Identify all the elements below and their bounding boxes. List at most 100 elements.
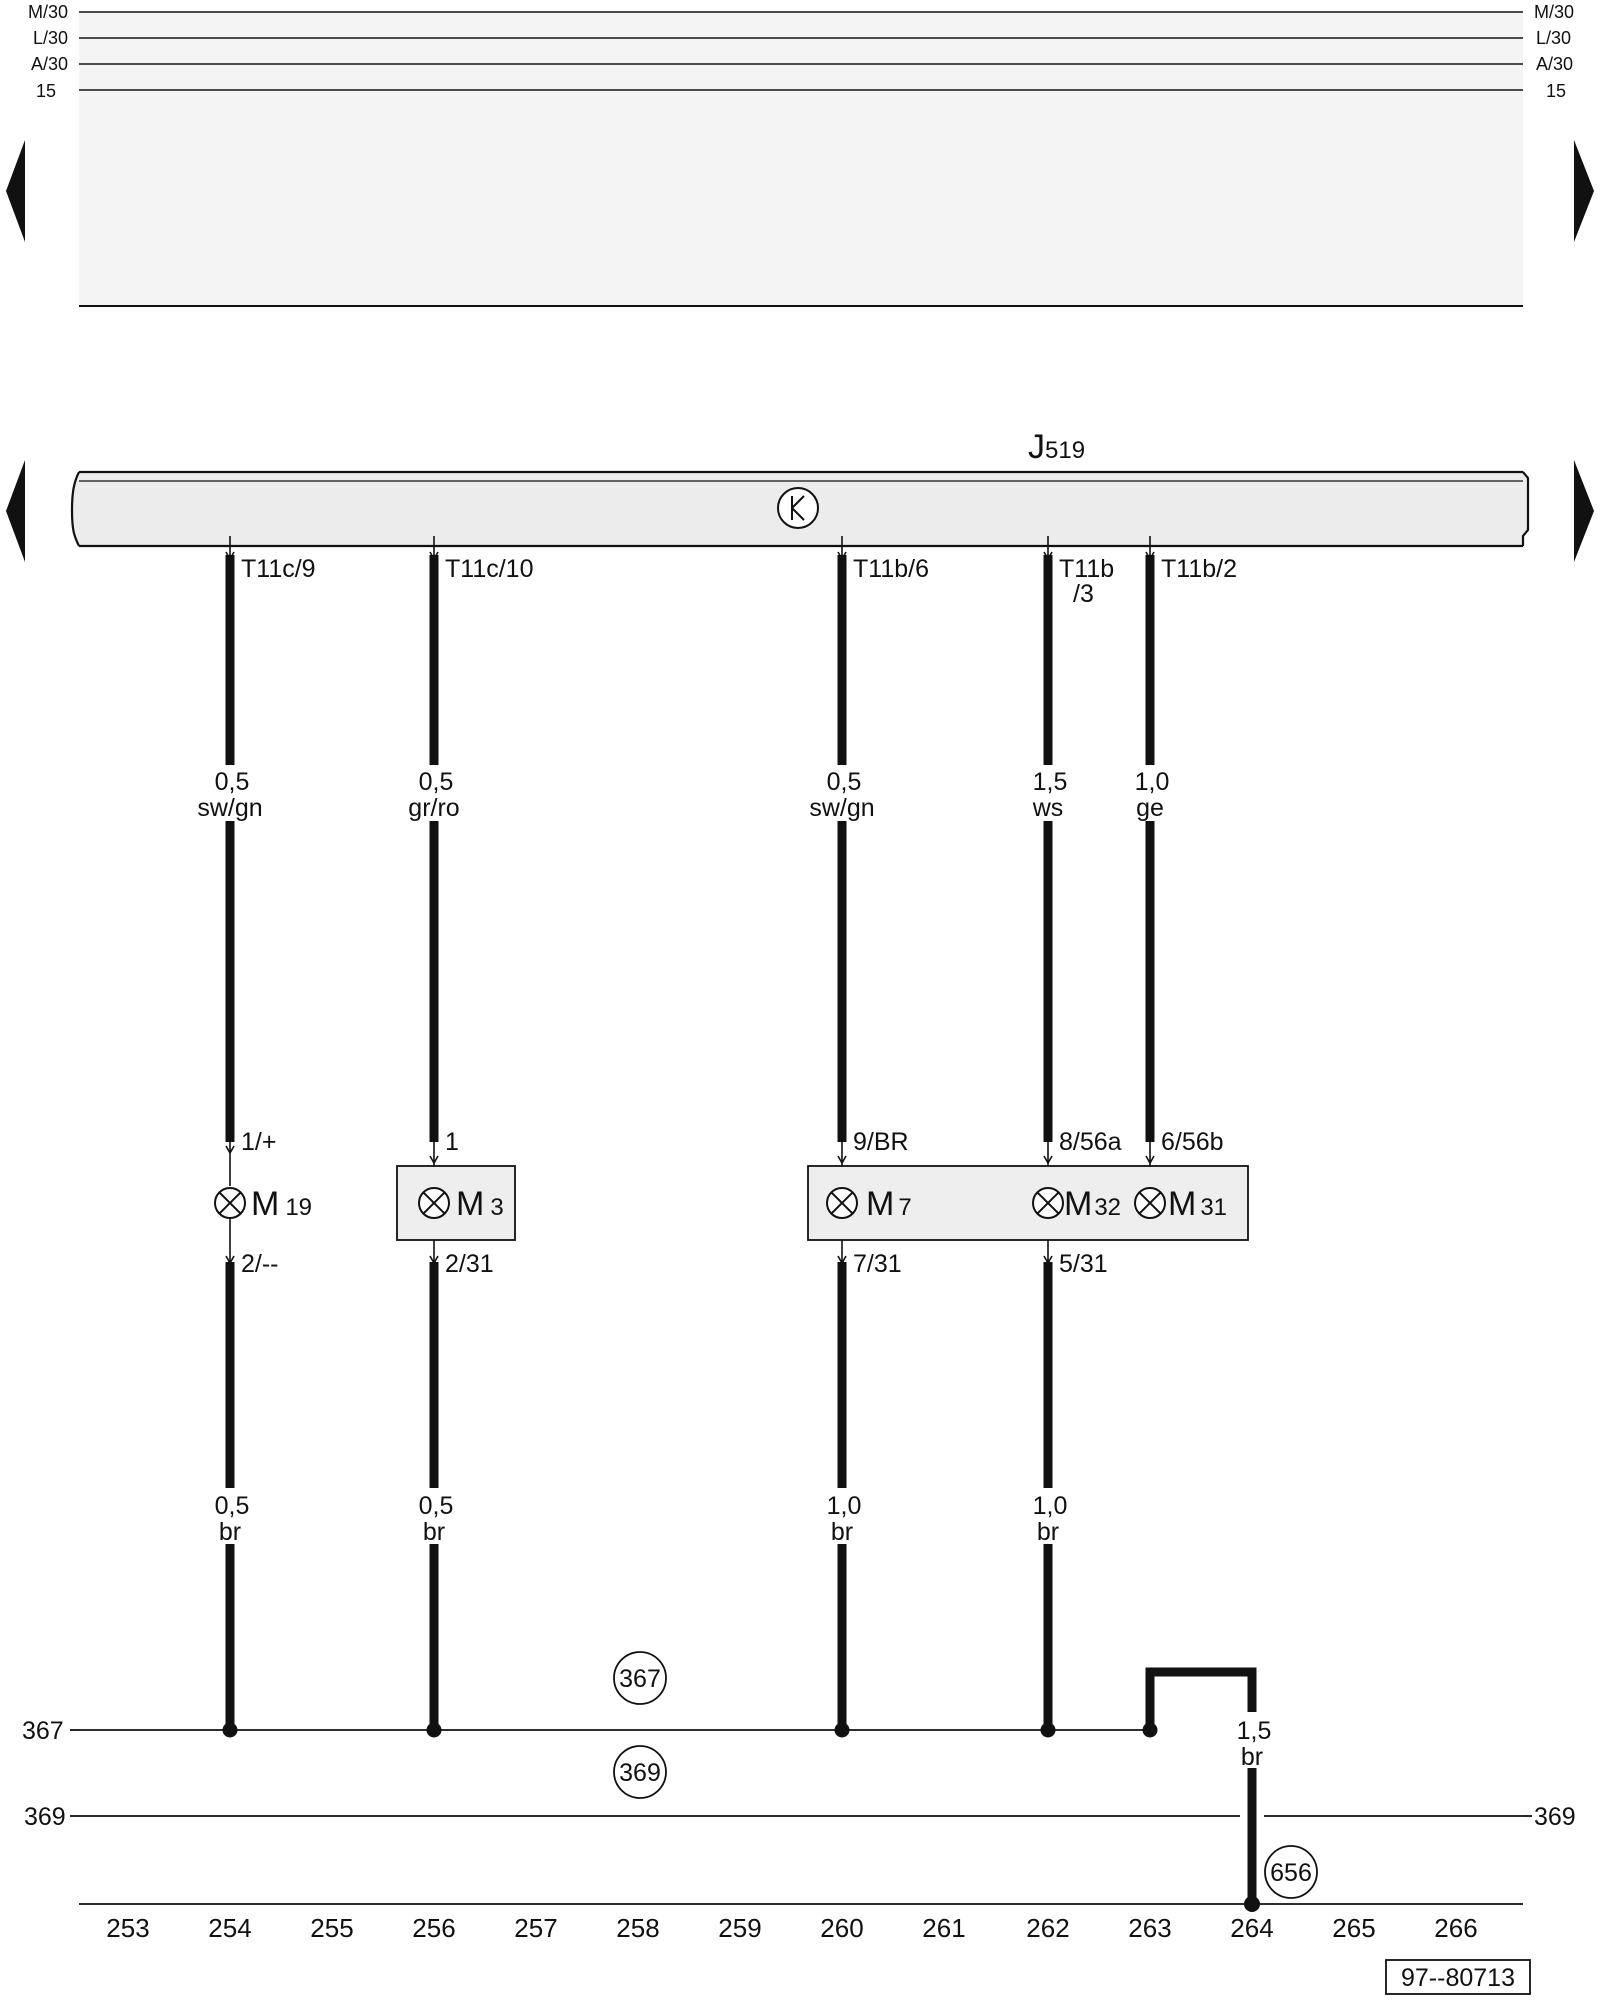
ground-point-369: 369 bbox=[613, 1745, 667, 1799]
figure-id: 97--80713 bbox=[1401, 1964, 1515, 1992]
lamp-icon bbox=[1032, 1187, 1064, 1219]
rail-label-left-m30: M/30 bbox=[28, 2, 68, 22]
wire-label-bg bbox=[792, 765, 892, 821]
rail-label-left-a30: A/30 bbox=[31, 54, 68, 74]
column-number: 264 bbox=[1230, 1913, 1273, 1943]
ground-wire-264 bbox=[1145, 1667, 1257, 1902]
triangle-left-icon[interactable] bbox=[6, 140, 25, 242]
wire-size-label: 0,5 bbox=[419, 768, 454, 796]
column-number: 254 bbox=[208, 1913, 251, 1943]
pin-label: 1/+ bbox=[241, 1128, 276, 1156]
wire-size-label: 0,5 bbox=[215, 1492, 250, 1520]
component-housing-m7-m32-m31 bbox=[807, 1165, 1249, 1241]
wire-size-label: 0,5 bbox=[827, 768, 862, 796]
wire-size-label: 1,5 bbox=[1237, 1717, 1272, 1745]
wire-label-bg bbox=[1000, 1488, 1100, 1544]
figure-id-box: 97--80713 bbox=[1385, 1959, 1531, 1995]
svg-text:367: 367 bbox=[619, 1665, 661, 1693]
wire-size-label: 1,0 bbox=[1033, 1492, 1068, 1520]
triangle-left-icon[interactable] bbox=[6, 460, 25, 562]
wire-label-bg bbox=[384, 1488, 484, 1544]
wire-color-label: br bbox=[1241, 1743, 1263, 1771]
pin-label: 7/31 bbox=[853, 1250, 902, 1278]
rail-label-right-15: 15 bbox=[1546, 81, 1566, 101]
column-number: 261 bbox=[922, 1913, 965, 1943]
pin-label: 1 bbox=[445, 1128, 459, 1156]
junction-dot bbox=[1142, 1722, 1158, 1738]
wire-color-label: ws bbox=[1032, 794, 1064, 822]
column-numbers: 253 254 255 256 257 258 259 260 261 262 … bbox=[106, 1913, 1477, 1943]
wire-color-label: br bbox=[1037, 1518, 1059, 1546]
pin-label: 6/56b bbox=[1161, 1128, 1224, 1156]
rail-label-left-15: 15 bbox=[36, 81, 56, 101]
ground-point-367: 367 bbox=[613, 1651, 667, 1705]
triangle-right-icon[interactable] bbox=[1574, 460, 1594, 562]
wire-label-bg bbox=[1010, 765, 1086, 821]
wire-color-label: sw/gn bbox=[809, 794, 874, 822]
wire-color-label: br bbox=[831, 1518, 853, 1546]
wire-color-label: ge bbox=[1136, 794, 1164, 822]
pin-label: T11b bbox=[1059, 555, 1114, 583]
wire-color-label: br bbox=[219, 1518, 241, 1546]
wire-size-label: 1,5 bbox=[1033, 768, 1068, 796]
junction-dot bbox=[1040, 1722, 1056, 1738]
rail-label-right-l30: L/30 bbox=[1536, 28, 1571, 48]
svg-text:369: 369 bbox=[619, 1759, 661, 1787]
rail-label-369-right: 369 bbox=[1534, 1803, 1576, 1831]
column-number: 253 bbox=[106, 1913, 149, 1943]
column-number: 258 bbox=[616, 1913, 659, 1943]
rail-label-right-m30: M/30 bbox=[1534, 2, 1574, 22]
wire-color-label: br bbox=[423, 1518, 445, 1546]
rail-label-left-l30: L/30 bbox=[33, 28, 68, 48]
junction-dot bbox=[1244, 1896, 1260, 1912]
wire-size-label: 0,5 bbox=[419, 1492, 454, 1520]
wire-color-label: gr/ro bbox=[408, 794, 459, 822]
pin-label: T11c/10 bbox=[445, 555, 533, 583]
lamp-icon bbox=[1134, 1187, 1166, 1219]
relay-symbol-icon bbox=[777, 487, 819, 529]
wire-color-label: sw/gn bbox=[197, 794, 262, 822]
column-number: 266 bbox=[1434, 1913, 1477, 1943]
pin-arrows-components bbox=[225, 1140, 1155, 1265]
wire-label-bg bbox=[792, 1488, 892, 1544]
wire-label-bg bbox=[180, 765, 280, 821]
pin-label: 8/56a bbox=[1059, 1128, 1122, 1156]
pin-label: /3 bbox=[1073, 580, 1094, 608]
triangle-right-icon[interactable] bbox=[1574, 140, 1594, 242]
pin-label: 2/31 bbox=[445, 1250, 494, 1278]
pin-label: T11b/6 bbox=[853, 555, 929, 583]
lamp-icon bbox=[214, 1187, 246, 1219]
pin-label: T11c/9 bbox=[241, 555, 316, 583]
component-label-m32: M32 bbox=[1064, 1185, 1121, 1223]
wire-label-bg bbox=[384, 765, 484, 821]
wire-size-label: 0,5 bbox=[215, 768, 250, 796]
svg-text:656: 656 bbox=[1270, 1859, 1312, 1887]
wire-size-label: 1,0 bbox=[1135, 768, 1170, 796]
junction-dot bbox=[834, 1722, 850, 1738]
pin-label: 2/-- bbox=[241, 1250, 279, 1278]
column-number: 257 bbox=[514, 1913, 557, 1943]
rail-label-369: 369 bbox=[24, 1803, 66, 1831]
column-number: 260 bbox=[820, 1913, 863, 1943]
column-number: 262 bbox=[1026, 1913, 1069, 1943]
pin-arrows-top bbox=[225, 536, 1155, 561]
wire-label-bg bbox=[1112, 765, 1188, 821]
lamp-icon bbox=[826, 1187, 858, 1219]
column-number: 265 bbox=[1332, 1913, 1375, 1943]
rail-label-367: 367 bbox=[22, 1717, 64, 1745]
column-number: 256 bbox=[412, 1913, 455, 1943]
top-panel-background bbox=[79, 12, 1523, 306]
rail-label-right-a30: A/30 bbox=[1536, 54, 1573, 74]
wire-label-bg bbox=[180, 1488, 280, 1544]
wire-label-bg bbox=[1212, 1712, 1292, 1768]
component-housing-m3 bbox=[396, 1165, 516, 1241]
column-number: 259 bbox=[718, 1913, 761, 1943]
ground-point-656: 656 bbox=[1264, 1845, 1318, 1899]
pin-label: 5/31 bbox=[1059, 1250, 1108, 1278]
wire-size-label: 1,0 bbox=[827, 1492, 862, 1520]
